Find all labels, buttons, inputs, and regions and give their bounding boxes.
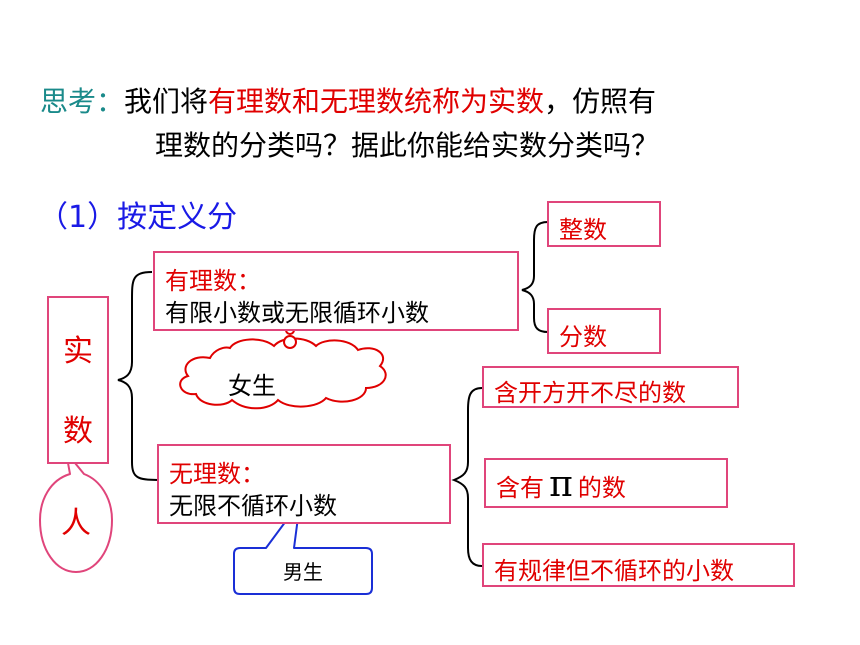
irrational-item-2-box: 含有 π 的数: [484, 458, 728, 508]
question-line-1: 思考：我们将有理数和无理数统称为实数，仿照有: [40, 82, 656, 122]
irrational-item-3-box: 有规律但不循环的小数: [482, 543, 795, 587]
speech-label: 男生: [283, 560, 323, 584]
integer-label: 整数: [559, 216, 607, 244]
question-line-2: 理数的分类吗？据此你能给实数分类吗？: [155, 129, 660, 162]
irrational-box: 无理数： 无限不循环小数: [157, 444, 451, 524]
irrational-description: 无限不循环小数: [169, 492, 337, 520]
pi-symbol: π: [549, 464, 573, 505]
rational-brace: [521, 221, 549, 333]
root-char-1: 实: [63, 334, 93, 369]
person-label: 人: [61, 506, 91, 541]
irrational-title: 无理数：: [169, 460, 265, 488]
irrational-item-2-suffix: 的数: [577, 474, 626, 502]
main-brace: [117, 271, 159, 481]
irrational-item-1: 含开方开不尽的数: [494, 379, 686, 407]
cloud-shape: [179, 337, 387, 410]
speech-bubble-shape: [233, 501, 373, 595]
rational-title: 有理数：: [165, 267, 261, 295]
rational-box: 有理数： 有限小数或无限循环小数: [153, 251, 519, 331]
question-text-before: 我们将: [124, 85, 209, 118]
irrational-item-3: 有规律但不循环的小数: [494, 557, 734, 585]
person-callout-shape: [39, 451, 113, 573]
irrational-item-1-box: 含开方开不尽的数: [482, 366, 739, 408]
question-highlight: 有理数和无理数统称为实数: [208, 85, 545, 118]
fraction-box: 分数: [547, 308, 661, 354]
root-box: 实 数: [47, 296, 109, 464]
cloud-tail-large: [283, 335, 297, 349]
question-text-after: ，仿照有: [544, 85, 657, 118]
cloud-label: 女生: [228, 372, 276, 400]
question-label: 思考：: [40, 85, 125, 118]
irrational-brace: [451, 387, 483, 567]
section-title: （1）按定义分: [38, 200, 238, 235]
integer-box: 整数: [547, 201, 661, 247]
irrational-item-2: 含有 π 的数: [496, 464, 626, 505]
rational-description: 有限小数或无限循环小数: [165, 299, 429, 327]
fraction-label: 分数: [559, 323, 607, 351]
root-char-2: 数: [63, 414, 93, 449]
irrational-item-2-prefix: 含有: [496, 474, 544, 502]
